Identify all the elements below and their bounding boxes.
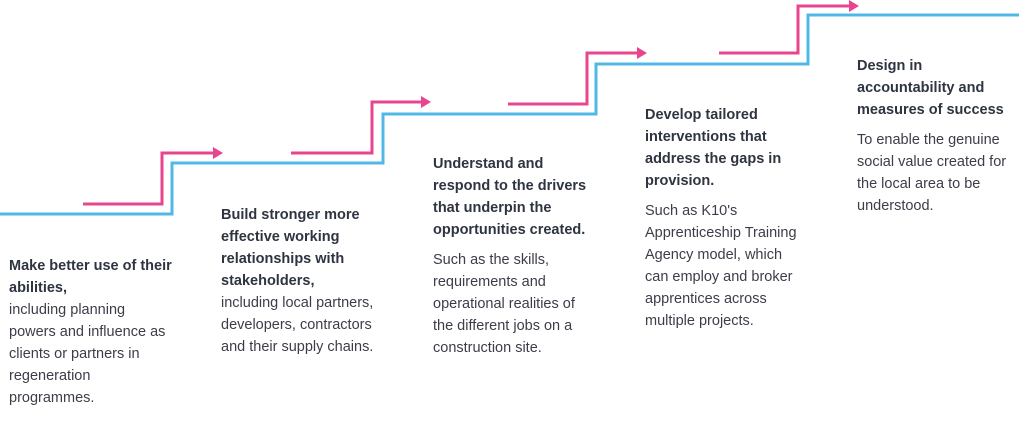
step-3-text: Understand and respond to the drivers th… — [433, 153, 593, 359]
step-1-text: Make better use of their abilities, incl… — [9, 255, 174, 409]
step-3-heading: Understand and respond to the drivers th… — [433, 156, 587, 238]
pink-arrow-1 — [83, 147, 223, 206]
step-3-body: Such as the skills, requirements and ope… — [433, 252, 575, 356]
pink-arrow-4 — [719, 0, 859, 55]
step-4-body: Such as K10's Apprenticeship Training Ag… — [645, 203, 797, 329]
step-3-gap — [433, 241, 593, 249]
step-2-text: Build stronger more effective working re… — [221, 204, 381, 358]
step-5-heading: Design in accountability and measures of… — [857, 58, 1004, 118]
step-4-heading: Develop tailored interventions that addr… — [645, 107, 782, 189]
step-5-gap — [857, 121, 1012, 129]
step-1-heading: Make better use of their abilities, — [9, 258, 172, 296]
blue-staircase-line — [0, 13, 1019, 216]
step-5-text: Design in accountability and measures of… — [857, 55, 1012, 217]
pink-arrow-3 — [508, 47, 647, 106]
step-5-body: To enable the genuine social value creat… — [857, 132, 1007, 214]
step-4-text: Develop tailored interventions that addr… — [645, 104, 805, 332]
step-1-body: including planning powers and influence … — [9, 302, 166, 406]
step-2-body: including local partners, developers, co… — [221, 295, 374, 355]
step-2-heading: Build stronger more effective working re… — [221, 207, 360, 289]
pink-arrow-2 — [291, 96, 431, 155]
step-4-gap — [645, 192, 805, 200]
